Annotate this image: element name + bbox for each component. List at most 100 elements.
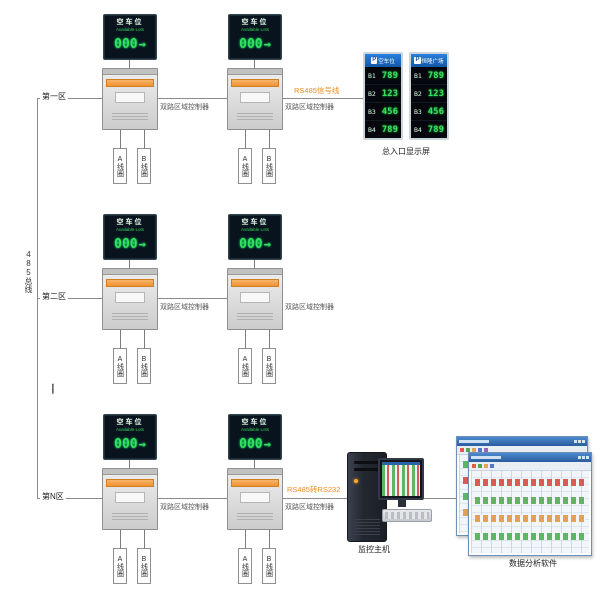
- host-keyboard: [382, 509, 432, 522]
- sign-pole: [129, 60, 130, 68]
- toolbar-icon: [472, 464, 476, 468]
- coil-a-wire: [120, 130, 121, 148]
- coil-a-label: A线圈: [116, 355, 124, 377]
- arrow-right-icon: →: [138, 437, 146, 451]
- sign-title: 空车位: [241, 419, 269, 426]
- controller-unit: 空车位 Available Lots 000→ 双路区域控制器 A线圈 B线圈: [227, 214, 334, 384]
- controller-stripe: [231, 479, 279, 487]
- sign-subtitle: Available Lots: [241, 27, 269, 32]
- coil-a: A线圈: [113, 348, 127, 384]
- parking-icon: P: [371, 57, 378, 64]
- sign-subtitle: Available Lots: [116, 27, 144, 32]
- sign-value: 000→: [229, 233, 281, 256]
- zone-label: 第二区: [40, 291, 68, 302]
- toolbar-icon: [472, 448, 476, 452]
- window-title-strip: [459, 440, 489, 443]
- controller-unit: 空车位 Available Lots 000→ 双路区域控制器 A线圈 B线圈: [227, 414, 334, 584]
- coil-b: B线圈: [262, 548, 276, 584]
- arrow-right-icon: →: [138, 237, 146, 251]
- bay-label: B3: [414, 107, 422, 116]
- sign-digits: 000: [114, 237, 138, 252]
- coil-a-wire: [245, 130, 246, 148]
- coil-a-wire: [120, 530, 121, 548]
- drive-bay: [354, 461, 380, 464]
- rs485-display-line: [283, 98, 363, 99]
- bay-count: 456: [427, 106, 444, 117]
- controller-box: [102, 268, 158, 330]
- sign-title: 空车位: [241, 219, 269, 226]
- panel-header: P 空车位: [365, 54, 401, 67]
- rs485-rs232-line: [283, 498, 347, 499]
- controller-cap: [228, 69, 282, 75]
- bay-count: 789: [427, 70, 444, 81]
- bay-count: 123: [381, 88, 398, 99]
- sign-digits: 000: [114, 437, 138, 452]
- toolbar-icon: [484, 448, 488, 452]
- coil-a-label: A线圈: [116, 555, 124, 577]
- controller-box: [227, 68, 283, 130]
- sign-value: 000→: [229, 33, 281, 56]
- parking-row-strip: [475, 515, 585, 522]
- coil-b: B线圈: [262, 348, 276, 384]
- controller-label: 双路区域控制器: [285, 504, 334, 511]
- controller-vent: [237, 511, 273, 520]
- panel-title: 恒隆广场: [421, 58, 444, 65]
- controller-unit: 空车位 Available Lots 000→ 双路区域控制器 A线圈 B线圈: [102, 414, 209, 584]
- controller-vent: [237, 311, 273, 320]
- coil-a-label: A线圈: [241, 355, 249, 377]
- controller-stripe: [106, 279, 154, 287]
- coil-b-wire: [144, 530, 145, 548]
- window-title-strip: [471, 456, 501, 459]
- zone-label: 第一区: [40, 91, 68, 102]
- led-sign: 空车位 Available Lots 000→: [103, 214, 157, 260]
- toolbar-icon: [460, 448, 464, 452]
- controller-plate: [115, 92, 145, 103]
- power-led: [354, 479, 358, 483]
- controller-stripe: [106, 79, 154, 87]
- coil-b-label: B线圈: [140, 555, 148, 577]
- coil-b: B线圈: [137, 548, 151, 584]
- window-titlebar: [457, 437, 587, 446]
- controller-cap: [103, 269, 157, 275]
- window-toolbar: [469, 462, 591, 471]
- host-monitor: [378, 458, 424, 500]
- controller-cap: [228, 469, 282, 475]
- entrance-display-caption: 总入口显示屏: [382, 147, 430, 156]
- sign-value: 000→: [229, 433, 281, 456]
- zone-label: 第N区: [40, 491, 66, 502]
- window-body: [471, 471, 589, 553]
- coil-b-wire: [269, 130, 270, 148]
- rs485-display-label: RS485信号线: [293, 85, 341, 96]
- led-sign: 空车位 Available Lots 000→: [228, 14, 282, 60]
- drive-bay: [354, 468, 380, 471]
- led-sign: 空车位 Available Lots 000→: [228, 414, 282, 460]
- bay-label: B4: [368, 125, 376, 134]
- sign-value: 000→: [104, 33, 156, 56]
- bay-count: 456: [381, 106, 398, 117]
- sign-subtitle: Available Lots: [241, 427, 269, 432]
- coil-a: A线圈: [113, 148, 127, 184]
- controller-plate: [240, 92, 270, 103]
- inter-controller-line: [158, 498, 227, 499]
- bay-count: 123: [427, 88, 444, 99]
- sign-digits: 000: [114, 37, 138, 52]
- bay-label: B1: [414, 71, 422, 80]
- sign-title: 空车位: [116, 19, 144, 26]
- sign-digits: 000: [239, 237, 263, 252]
- coil-a-label: A线圈: [241, 555, 249, 577]
- controller-cap: [228, 269, 282, 275]
- keyboard-keys: [385, 512, 429, 519]
- sign-title: 空车位: [241, 19, 269, 26]
- controller-plate: [240, 292, 270, 303]
- led-sign: 空车位 Available Lots 000→: [228, 214, 282, 260]
- coil-a-label: A线圈: [241, 155, 249, 177]
- inter-controller-line: [158, 298, 227, 299]
- sign-title: 空车位: [116, 419, 144, 426]
- sign-value: 000→: [104, 433, 156, 456]
- controller-plate: [240, 492, 270, 503]
- parking-row-strip: [475, 533, 585, 540]
- bay-label: B4: [414, 125, 422, 134]
